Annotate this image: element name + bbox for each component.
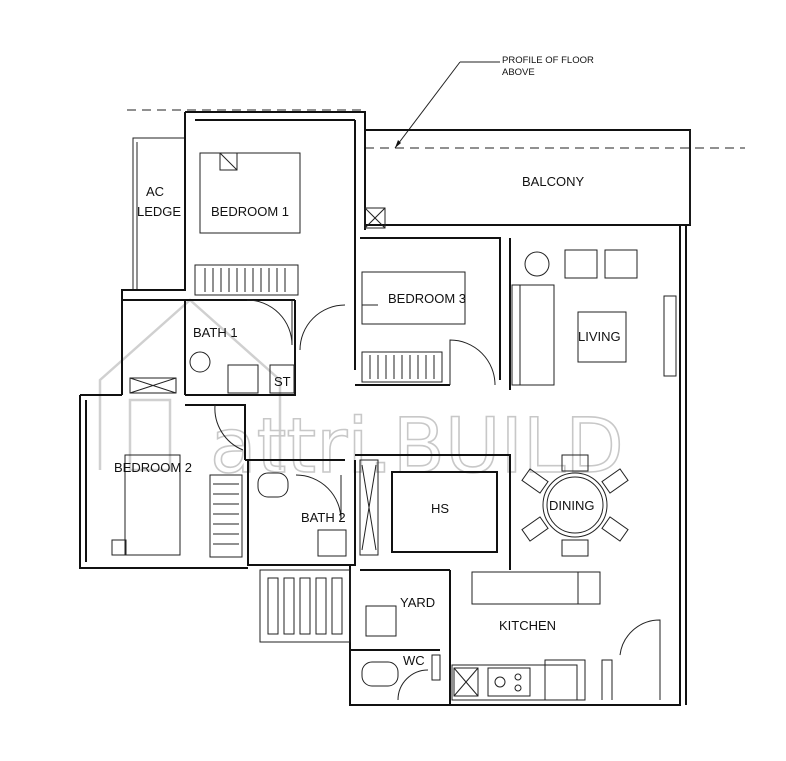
kitchen <box>451 571 661 701</box>
bedroom-2-label: BEDROOM 2 <box>114 460 192 475</box>
dining-table <box>542 472 608 538</box>
yard-label: YARD <box>400 595 435 610</box>
bath-1 <box>122 299 346 396</box>
armchair-2 <box>604 249 638 279</box>
shelter-door <box>359 459 379 556</box>
bedroom-1-wardrobe <box>194 264 299 296</box>
watermark: attri.BUILD <box>98 298 625 491</box>
hs-label: HS <box>431 501 449 516</box>
bedroom-1-label: BEDROOM 1 <box>211 204 289 219</box>
bath-1-door <box>246 299 293 346</box>
room-labels: AC LEDGE BEDROOM 1 BALCONY BEDROOM 3 LIV… <box>114 174 621 668</box>
bath-1-basin <box>227 364 259 394</box>
chair-5 <box>521 516 549 542</box>
hob <box>487 667 531 697</box>
bedroom-3 <box>355 237 501 386</box>
bath-2 <box>247 460 356 566</box>
annotation-line-2: ABOVE <box>502 67 535 78</box>
bedroom-1-bed <box>199 152 301 234</box>
bath-2-door <box>295 474 342 521</box>
household-shelter <box>355 454 511 570</box>
armchair-1 <box>564 249 598 279</box>
bedroom-2-wardrobe <box>209 474 243 558</box>
chair-1 <box>561 454 589 472</box>
bath-2-toilet <box>257 472 289 498</box>
kitchen-counter-top <box>471 571 601 605</box>
washer <box>365 605 397 637</box>
kitchen-label: KITCHEN <box>499 618 556 633</box>
kitchen-appliance <box>544 659 586 701</box>
bath-1-toilet <box>189 351 211 373</box>
living-label: LIVING <box>578 329 621 344</box>
chair-6 <box>601 516 629 542</box>
bedroom-3-wardrobe <box>361 351 443 383</box>
duct-shaft <box>364 207 386 229</box>
ac-ledge-label-1: AC <box>146 184 164 199</box>
fridge <box>453 667 479 697</box>
bath-1-label: BATH 1 <box>193 325 238 340</box>
coffee-table <box>577 311 627 363</box>
planter <box>259 569 351 643</box>
leader-line <box>394 61 461 149</box>
store-room <box>269 364 295 394</box>
sofa <box>511 284 555 386</box>
wc-label: WC <box>403 653 425 668</box>
st-label: ST <box>274 374 291 389</box>
bedroom-2 <box>80 394 345 558</box>
tv-console <box>663 295 677 377</box>
chair-2 <box>561 539 589 557</box>
balcony <box>365 130 691 226</box>
bedroom-3-label: BEDROOM 3 <box>388 291 466 306</box>
balcony-label: BALCONY <box>522 174 584 189</box>
chair-4 <box>601 468 629 494</box>
yard <box>360 569 451 705</box>
floor-above-profile <box>127 61 745 149</box>
bath-2-basin <box>317 529 347 557</box>
main-door <box>619 619 661 700</box>
dining-label: DINING <box>549 498 595 513</box>
chair-3 <box>521 468 549 494</box>
ac-ledge-label-2: LEDGE <box>137 204 181 219</box>
bedroom-2-bed <box>124 454 181 556</box>
watermark-door-icon <box>128 398 172 472</box>
side-table <box>524 251 550 277</box>
kitchen-counter-bottom <box>451 664 578 701</box>
annotation-line-1: PROFILE OF FLOOR <box>502 55 594 66</box>
bedroom-2-door <box>214 404 244 451</box>
bedroom-3-bed <box>361 271 466 325</box>
dining-set <box>521 454 629 557</box>
bedroom-3-door <box>449 339 496 386</box>
watermark-text: attri.BUILD <box>210 401 624 490</box>
bedroom-1-door <box>299 304 346 351</box>
wc-toilet <box>361 661 399 687</box>
living-area <box>509 238 677 390</box>
bath-2-label: BATH 2 <box>301 510 346 525</box>
wc <box>350 649 441 701</box>
bedroom-1 <box>185 120 356 370</box>
